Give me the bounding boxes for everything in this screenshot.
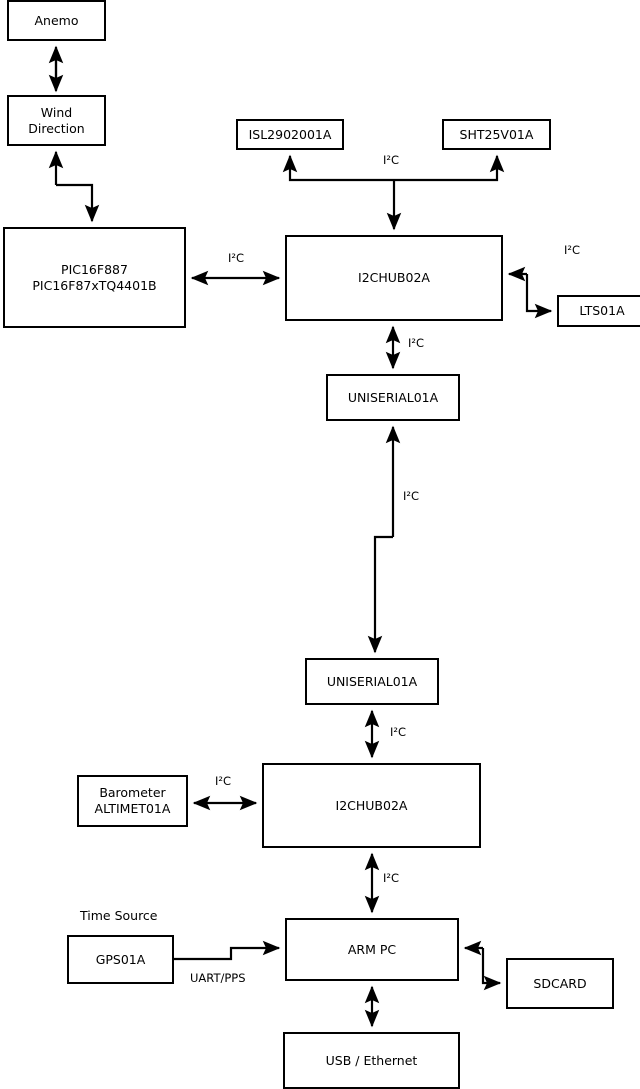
node-anemo[interactable]: Anemo (7, 0, 106, 41)
node-sdcard-label: SDCARD (533, 975, 587, 991)
node-uniserial01a-upper[interactable]: UNISERIAL01A (326, 374, 460, 421)
node-sdcard[interactable]: SDCARD (506, 958, 614, 1009)
node-anemo-label: Anemo (34, 12, 79, 28)
node-barometer-altimet01a[interactable]: Barometer ALTIMET01A (77, 775, 188, 827)
edge-arm-sdcard (463, 940, 502, 991)
node-uniserial01a-upper-label: UNISERIAL01A (347, 389, 439, 405)
edge-label-i2c-uniserial-hub2: I²C (390, 725, 407, 739)
node-lts01a[interactable]: LTS01A (557, 295, 640, 327)
node-uniserial01a-lower-label: UNISERIAL01A (326, 673, 418, 689)
node-pic-mcu[interactable]: PIC16F887 PIC16F87xTQ4401B (3, 227, 186, 328)
node-wind-direction[interactable]: Wind Direction (7, 95, 106, 146)
node-gps01a-label: GPS01A (95, 951, 146, 967)
edge-hub-top-lts (507, 266, 553, 319)
edge-label-i2c-hub-sensors: I²C (383, 153, 400, 167)
node-isl2902001a[interactable]: ISL2902001A (236, 119, 344, 150)
node-pic-mcu-label: PIC16F887 PIC16F87xTQ4401B (32, 261, 157, 293)
edge-label-uart-pps: UART/PPS (190, 971, 246, 985)
node-i2chub02a-top-label: I2CHUB02A (358, 270, 430, 285)
edge-pic-wind (48, 150, 100, 223)
node-arm-pc[interactable]: ARM PC (285, 918, 459, 981)
edge-label-i2c-hub-lts: I²C (564, 243, 581, 257)
node-isl2902001a-label: ISL2902001A (248, 126, 332, 142)
node-i2chub02a-top[interactable]: I2CHUB02A (285, 235, 503, 321)
edge-label-i2c-hub-uniserial: I²C (408, 336, 425, 350)
node-i2chub02a-bottom[interactable]: I2CHUB02A (262, 763, 481, 848)
node-wind-direction-label: Wind Direction (28, 104, 85, 136)
node-sht25v01a[interactable]: SHT25V01A (442, 119, 551, 150)
node-lts01a-label: LTS01A (579, 303, 625, 318)
node-usb-ethernet[interactable]: USB / Ethernet (283, 1032, 460, 1089)
edge-label-i2c-baro-hub2: I²C (215, 774, 232, 788)
edge-uniserial-link (367, 425, 401, 654)
node-i2chub02a-bottom-label: I2CHUB02A (335, 797, 408, 813)
node-uniserial01a-lower[interactable]: UNISERIAL01A (305, 658, 439, 705)
edge-label-i2c-pic-hub: I²C (228, 251, 245, 265)
node-gps01a[interactable]: GPS01A (67, 935, 174, 984)
node-usb-ethernet-label: USB / Ethernet (325, 1052, 418, 1068)
edge-label-i2c-hub2-arm: I²C (383, 871, 400, 885)
edge-label-i2c-uniserial-link: I²C (403, 489, 420, 503)
node-arm-pc-label: ARM PC (347, 941, 397, 957)
edge-gps-arm (174, 940, 281, 961)
node-sht25v01a-label: SHT25V01A (459, 126, 534, 142)
node-barometer-altimet01a-label: Barometer ALTIMET01A (94, 785, 171, 816)
label-time-source: Time Source (80, 908, 158, 923)
